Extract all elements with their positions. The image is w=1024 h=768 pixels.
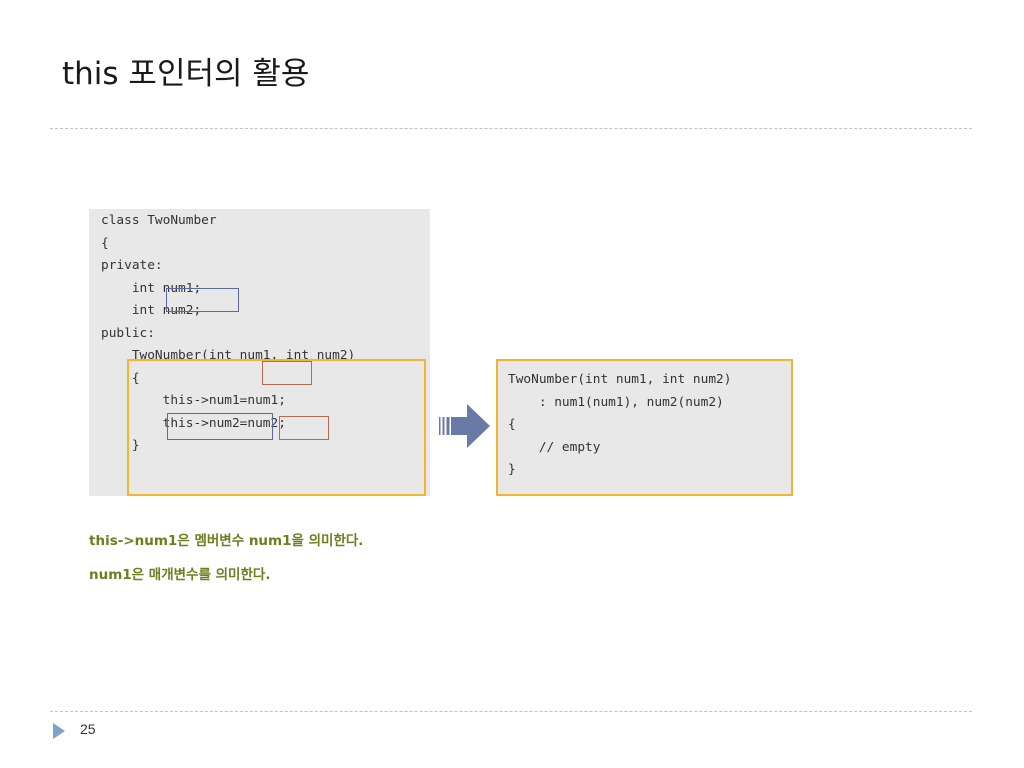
code-line: { bbox=[101, 370, 140, 386]
bottom-divider bbox=[50, 711, 972, 712]
code-line: this->num1=num1; bbox=[101, 393, 286, 408]
member-num1-highlight bbox=[166, 288, 239, 312]
assigned-num1-highlight bbox=[279, 416, 329, 440]
slide-title: this 포인터의 활용 bbox=[62, 56, 310, 92]
param-num1-highlight bbox=[262, 361, 312, 385]
code-line: private: bbox=[101, 258, 163, 273]
code-line: this->num2=num2; bbox=[101, 415, 286, 431]
code-line: } bbox=[101, 438, 140, 453]
code-line: { bbox=[508, 417, 516, 432]
top-divider bbox=[50, 128, 972, 129]
note-parameter: num1은 매개변수를 의미한다. bbox=[89, 567, 271, 583]
constructor-highlight-box bbox=[127, 359, 426, 496]
triangle-bullet-icon bbox=[53, 723, 65, 743]
right-code-block: TwoNumber(int num1, int num2) : num1(num… bbox=[508, 369, 731, 482]
code-line: class TwoNumber bbox=[101, 213, 217, 228]
right-arrow-icon bbox=[439, 403, 491, 453]
code-line: : num1(num1), num2(num2) bbox=[508, 394, 724, 410]
code-line: int num2; bbox=[101, 303, 202, 318]
note-this-member: this->num1은 멤버변수 num1을 의미한다. bbox=[89, 533, 364, 549]
code-line: TwoNumber(int num1, int num2) bbox=[508, 372, 732, 387]
right-code-panel: TwoNumber(int num1, int num2) : num1(num… bbox=[496, 359, 793, 496]
code-line: public: bbox=[101, 325, 155, 341]
code-line: { bbox=[101, 235, 109, 251]
code-line: // empty bbox=[508, 439, 601, 455]
code-line: } bbox=[508, 462, 516, 477]
page-number: 25 bbox=[80, 721, 96, 737]
this-num1-highlight bbox=[167, 413, 273, 440]
